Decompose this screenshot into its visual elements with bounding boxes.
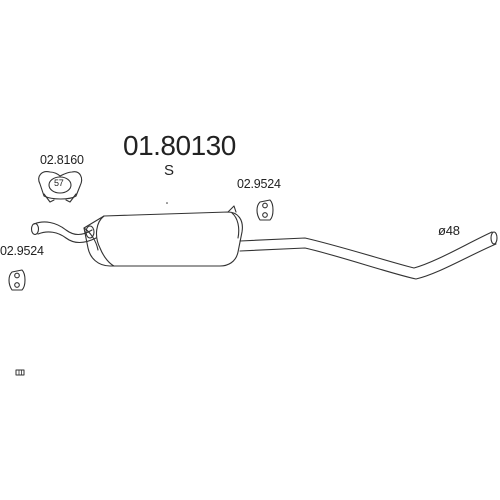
part-code-mount-left: 02.9524 [0, 244, 44, 258]
pipe-diameter-label: ø48 [438, 223, 460, 238]
clamp-badge: 57 [54, 178, 64, 188]
variant-label: S [164, 162, 175, 179]
clamp-02-8160 [38, 171, 83, 203]
silencer-body [83, 205, 243, 267]
grid-icon [15, 369, 25, 376]
inlet-pipe [30, 221, 97, 244]
rubber-mount-left [8, 269, 26, 291]
marker-dot [166, 202, 168, 204]
part-number: 01.80130 [123, 130, 236, 161]
rubber-mount-right [256, 199, 274, 221]
part-code-clamp: 02.8160 [40, 153, 84, 167]
tail-pipe [239, 231, 498, 280]
part-code-mount-right: 02.9524 [237, 177, 281, 191]
